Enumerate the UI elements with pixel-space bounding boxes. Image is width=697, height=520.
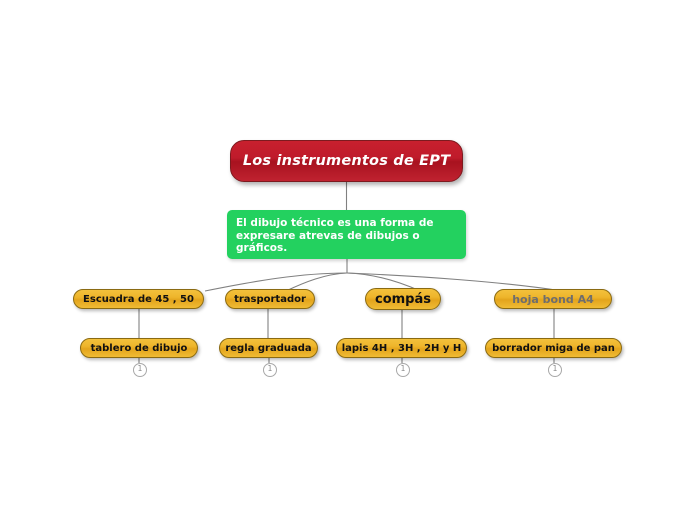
branch-node-compas[interactable]: compás [365, 288, 441, 310]
child-node-borrador-miga-de-pan[interactable]: borrador miga de pan [485, 338, 622, 358]
collapsed-count-badge-4[interactable]: 1 [548, 363, 562, 377]
child-node-regla-graduada[interactable]: regla graduada [219, 338, 318, 358]
child-node-lapis[interactable]: lapis 4H , 3H , 2H y H [336, 338, 467, 358]
description-node[interactable]: El dibujo técnico es una forma de expres… [227, 210, 466, 259]
child-node-tablero-de-dibujo[interactable]: tablero de dibujo [80, 338, 198, 358]
branch-node-hoja-bond-a4[interactable]: hoja bond A4 [494, 289, 612, 309]
branch-node-trasportador[interactable]: trasportador [225, 289, 315, 309]
root-node[interactable]: Los instrumentos de EPT [230, 140, 463, 182]
collapsed-count-badge-3[interactable]: 1 [396, 363, 410, 377]
branch-node-escuadra[interactable]: Escuadra de 45 , 50 [73, 289, 204, 309]
collapsed-count-badge-2[interactable]: 1 [263, 363, 277, 377]
collapsed-count-badge-1[interactable]: 1 [133, 363, 147, 377]
